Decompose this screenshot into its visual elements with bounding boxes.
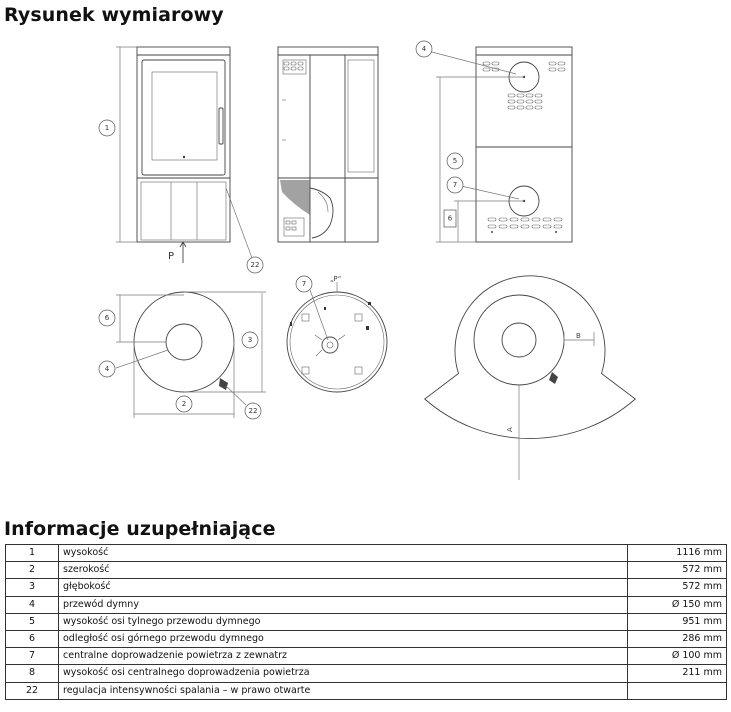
callout-5: 5 <box>446 152 464 170</box>
info-section-title: Informacje uzupełniające <box>4 518 276 540</box>
drawing-section-title: Rysunek wymiarowy <box>4 4 224 26</box>
callout-7-rear: 7 <box>446 176 464 194</box>
svg-text:6: 6 <box>105 314 110 322</box>
row-label: wysokość osi tylnego przewodu dymnego <box>58 612 628 631</box>
rear-view <box>427 46 573 243</box>
front-view <box>116 46 253 263</box>
svg-text:22: 22 <box>249 407 258 415</box>
svg-text:1: 1 <box>105 124 109 132</box>
callout-3: 3 <box>241 331 259 349</box>
svg-text:22: 22 <box>251 261 260 269</box>
callout-4-rear: 4 <box>415 40 433 58</box>
row-number: 6 <box>5 629 59 649</box>
callout-1: 1 <box>98 119 116 137</box>
svg-text:4: 4 <box>105 365 110 373</box>
row-value: 211 mm <box>627 664 727 683</box>
row-number: 7 <box>5 647 59 666</box>
row-value: Ø 100 mm <box>627 647 727 666</box>
row-value: 572 mm <box>627 561 727 580</box>
row-label: regulacja intensywności spalania – w pra… <box>58 681 628 700</box>
callout-22-top: 22 <box>244 402 262 420</box>
svg-text:4: 4 <box>422 45 427 53</box>
row-value: 572 mm <box>627 578 727 597</box>
row-label: wysokość <box>58 543 628 563</box>
svg-text:5: 5 <box>453 157 457 165</box>
svg-text:7: 7 <box>453 181 457 189</box>
row-label: szerokość <box>58 561 628 580</box>
row-number: 22 <box>5 681 59 700</box>
callout-2: 2 <box>175 395 193 413</box>
row-value: 1116 mm <box>627 543 727 563</box>
callout-7-top: 7 <box>295 275 313 293</box>
clearance-b-label: B <box>576 332 581 340</box>
row-label: centralne doprowadzenie powietrza z zewn… <box>58 647 628 666</box>
row-number: 2 <box>5 561 59 580</box>
row-number: 3 <box>5 578 59 597</box>
dimension-drawing: 1 22 4 5 7 6 6 3 4 2 22 7 P „P“ A B <box>98 40 637 480</box>
row-label: wysokość osi centralnego doprowadzenia p… <box>58 664 628 683</box>
top-view-baseplate <box>286 282 388 393</box>
row-value: 951 mm <box>627 612 727 631</box>
callout-6-rear: 6 <box>443 209 457 228</box>
callout-4-top: 4 <box>98 360 116 378</box>
callout-22-front: 22 <box>246 256 264 274</box>
row-value: Ø 150 mm <box>627 595 727 614</box>
callout-6-top: 6 <box>98 309 116 327</box>
p-marker: P <box>168 251 174 262</box>
svg-text:3: 3 <box>248 336 252 344</box>
svg-text:7: 7 <box>302 280 306 288</box>
p-marker-top: „P“ <box>330 275 341 283</box>
row-value <box>627 681 727 700</box>
row-label: przewód dymny <box>58 595 628 614</box>
row-number: 5 <box>5 612 59 631</box>
svg-text:2: 2 <box>182 400 186 408</box>
row-number: 8 <box>5 664 59 683</box>
clearance-a-label: A <box>506 427 514 432</box>
row-label: głębokość <box>58 578 628 597</box>
row-value: 286 mm <box>627 629 727 649</box>
row-number: 4 <box>5 595 59 614</box>
clearance-view <box>423 275 637 480</box>
top-view-dimensioned <box>115 291 266 418</box>
svg-text:6: 6 <box>448 215 453 223</box>
row-number: 1 <box>5 543 59 563</box>
row-label: odległość osi górnego przewodu dymnego <box>58 629 628 649</box>
side-view <box>277 46 379 243</box>
